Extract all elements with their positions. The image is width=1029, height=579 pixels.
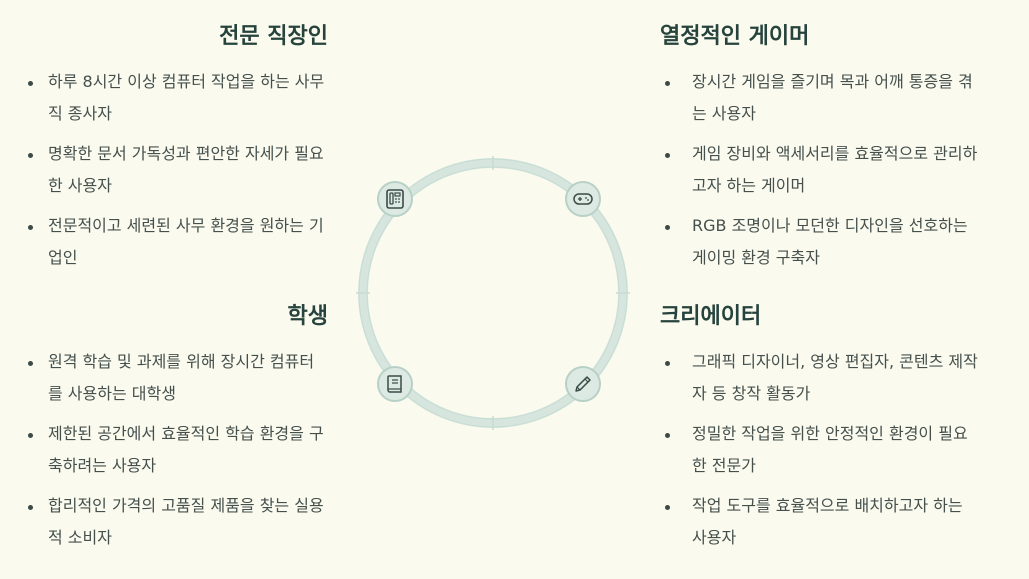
group-title: 열정적인 게이머: [660, 24, 810, 49]
list-item: 제한된 공간에서 효율적인 학습 환경을 구축하려는 사용자: [28, 418, 328, 482]
node-professional: [377, 181, 413, 217]
group-list: 그래픽 디자이너, 영상 편집자, 콘텐츠 제작자 등 창작 활동가 정밀한 작…: [660, 346, 980, 554]
list-item: 전문적이고 세련된 사무 환경을 원하는 기업인: [28, 210, 328, 274]
list-item-text: 제한된 공간에서 효율적인 학습 환경을 구축하려는 사용자: [48, 424, 324, 475]
bullet-icon: [28, 505, 33, 510]
list-item: 작업 도구를 효율적으로 배치하고자 하는 사용자: [660, 490, 980, 554]
list-item-text: 정밀한 작업을 위한 안정적인 환경이 필요한 전문가: [692, 424, 968, 475]
bullet-icon: [28, 81, 33, 86]
cycle-ring: [356, 156, 630, 430]
group-professional: 전문 직장인 하루 8시간 이상 컴퓨터 작업을 하는 사무직 종사자 명확한 …: [28, 22, 328, 282]
list-item-text: 작업 도구를 효율적으로 배치하고자 하는 사용자: [692, 496, 963, 547]
list-item-text: 원격 학습 및 과제를 위해 장시간 컴퓨터를 사용하는 대학생: [48, 352, 315, 403]
office-phone-icon: [386, 189, 404, 209]
list-item-text: 그래픽 디자이너, 영상 편집자, 콘텐츠 제작자 등 창작 활동가: [692, 352, 978, 403]
node-creator: [565, 366, 601, 402]
list-item: 장시간 게임을 즐기며 목과 어깨 통증을 겪는 사용자: [660, 66, 980, 130]
list-item-text: 게임 장비와 액세서리를 효율적으로 관리하고자 하는 게이머: [692, 144, 978, 195]
persona-cycle-diagram: [348, 148, 638, 438]
bullet-icon: [665, 153, 670, 158]
node-student: [377, 366, 413, 402]
group-list: 장시간 게임을 즐기며 목과 어깨 통증을 겪는 사용자 게임 장비와 액세서리…: [660, 66, 980, 274]
group-title: 크리에이터: [660, 304, 762, 329]
bullet-icon: [665, 433, 670, 438]
list-item: 정밀한 작업을 위한 안정적인 환경이 필요한 전문가: [660, 418, 980, 482]
gamepad-icon: [573, 193, 593, 205]
bullet-icon: [665, 225, 670, 230]
bullet-icon: [665, 505, 670, 510]
list-item: 합리적인 가격의 고품질 제품을 찾는 실용적 소비자: [28, 490, 328, 554]
list-item: 그래픽 디자이너, 영상 편집자, 콘텐츠 제작자 등 창작 활동가: [660, 346, 980, 410]
list-item-text: 명확한 문서 가독성과 편안한 자세가 필요한 사용자: [48, 144, 324, 195]
node-gamer: [565, 181, 601, 217]
bullet-icon: [28, 153, 33, 158]
group-list: 하루 8시간 이상 컴퓨터 작업을 하는 사무직 종사자 명확한 문서 가독성과…: [28, 66, 328, 274]
list-item: 게임 장비와 액세서리를 효율적으로 관리하고자 하는 게이머: [660, 138, 980, 202]
bullet-icon: [665, 81, 670, 86]
list-item: RGB 조명이나 모던한 디자인을 선호하는 게이밍 환경 구축자: [660, 210, 980, 274]
list-item: 하루 8시간 이상 컴퓨터 작업을 하는 사무직 종사자: [28, 66, 328, 130]
group-title: 전문 직장인: [219, 24, 328, 49]
group-gamer: 열정적인 게이머 장시간 게임을 즐기며 목과 어깨 통증을 겪는 사용자 게임…: [660, 22, 980, 282]
list-item-text: RGB 조명이나 모던한 디자인을 선호하는 게이밍 환경 구축자: [692, 216, 968, 267]
bullet-icon: [665, 361, 670, 366]
group-title: 학생: [287, 304, 328, 329]
group-student: 학생 원격 학습 및 과제를 위해 장시간 컴퓨터를 사용하는 대학생 제한된 …: [28, 302, 328, 562]
group-list: 원격 학습 및 과제를 위해 장시간 컴퓨터를 사용하는 대학생 제한된 공간에…: [28, 346, 328, 554]
list-item: 원격 학습 및 과제를 위해 장시간 컴퓨터를 사용하는 대학생: [28, 346, 328, 410]
group-creator: 크리에이터 그래픽 디자이너, 영상 편집자, 콘텐츠 제작자 등 창작 활동가…: [660, 302, 980, 562]
bullet-icon: [28, 361, 33, 366]
list-item: 명확한 문서 가독성과 편안한 자세가 필요한 사용자: [28, 138, 328, 202]
bullet-icon: [28, 225, 33, 230]
book-icon: [387, 375, 402, 393]
list-item-text: 전문적이고 세련된 사무 환경을 원하는 기업인: [48, 216, 324, 267]
pencil-icon: [575, 376, 591, 392]
list-item-text: 합리적인 가격의 고품질 제품을 찾는 실용적 소비자: [48, 496, 324, 547]
list-item-text: 장시간 게임을 즐기며 목과 어깨 통증을 겪는 사용자: [692, 72, 973, 123]
bullet-icon: [28, 433, 33, 438]
list-item-text: 하루 8시간 이상 컴퓨터 작업을 하는 사무직 종사자: [48, 72, 325, 123]
